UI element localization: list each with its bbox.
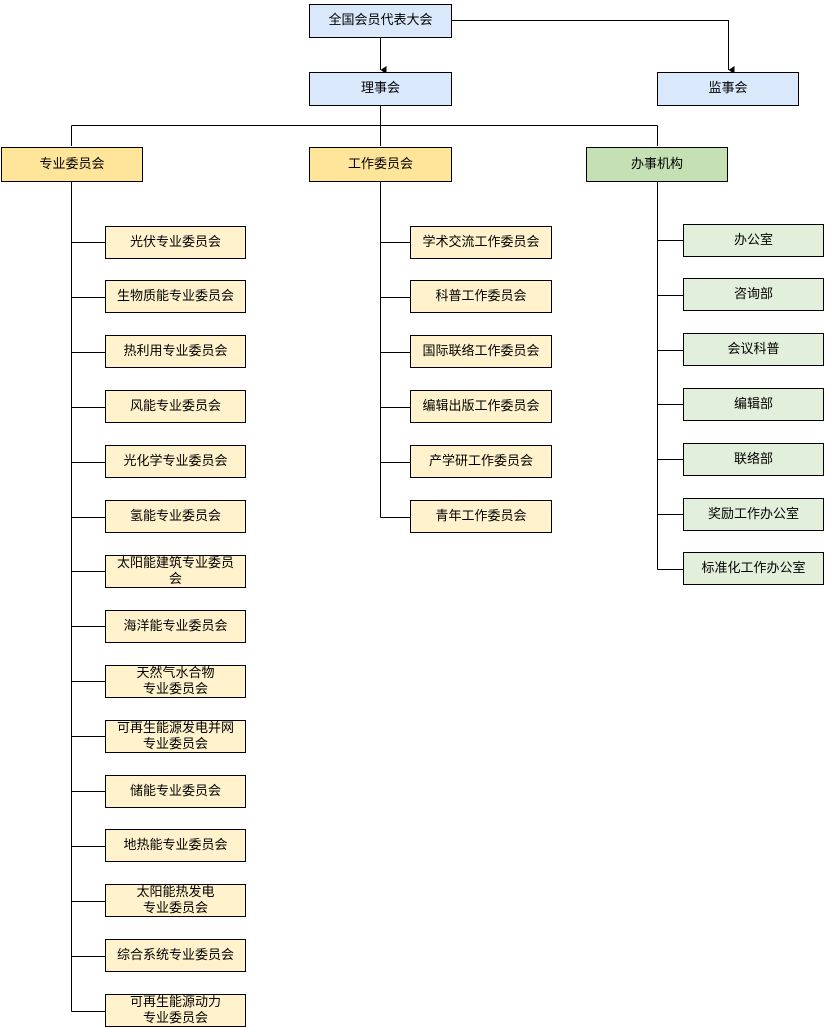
supervisory-board-label: 监事会 bbox=[708, 81, 748, 96]
professional-committee-item-label: 氢能专业委员会 bbox=[129, 508, 221, 524]
professional-committee-item-label: 综合系统专业委员会 bbox=[116, 947, 234, 963]
work-committee-header: 工作委员会 bbox=[309, 147, 452, 182]
professional-committee-item: 光伏专业委员会 bbox=[105, 226, 246, 259]
professional-committee-item-label: 太阳能热发电 专业委员会 bbox=[136, 884, 215, 916]
office-label: 办事机构 bbox=[630, 156, 683, 172]
office-item-label: 办公室 bbox=[733, 232, 773, 248]
work-committee-item: 编辑出版工作委员会 bbox=[410, 390, 552, 423]
general-assembly-box: 全国会员代表大会 bbox=[309, 4, 452, 38]
work-committee-label: 工作委员会 bbox=[347, 156, 413, 172]
professional-committee-item: 海洋能专业委员会 bbox=[105, 610, 246, 643]
office-item-label: 编辑部 bbox=[733, 396, 773, 412]
work-committee-item-label: 科普工作委员会 bbox=[435, 288, 527, 304]
professional-committee-item-label: 可再生能源动力 专业委员会 bbox=[129, 994, 221, 1026]
professional-committee-item: 储能专业委员会 bbox=[105, 775, 246, 808]
professional-committee-item: 光化学专业委员会 bbox=[105, 445, 246, 478]
professional-committee-item-label: 太阳能建筑专业委员 会 bbox=[116, 555, 234, 587]
office-item: 标准化工作办公室 bbox=[683, 552, 824, 585]
office-item-label: 联络部 bbox=[733, 451, 773, 467]
general-assembly-label: 全国会员代表大会 bbox=[328, 13, 433, 28]
professional-committee-item: 氢能专业委员会 bbox=[105, 500, 246, 533]
professional-committee-item-label: 光化学专业委员会 bbox=[123, 453, 228, 469]
professional-committee-item: 地热能专业委员会 bbox=[105, 829, 246, 862]
work-committee-item-label: 青年工作委员会 bbox=[435, 508, 527, 524]
work-committee-item-label: 学术交流工作委员会 bbox=[422, 234, 540, 250]
professional-committee-item: 可再生能源动力 专业委员会 bbox=[105, 994, 246, 1027]
office-item-label: 标准化工作办公室 bbox=[701, 560, 806, 576]
professional-committee-item-label: 光伏专业委员会 bbox=[129, 234, 221, 250]
office-item: 会议科普 bbox=[683, 333, 824, 366]
work-committee-item: 国际联络工作委员会 bbox=[410, 335, 552, 368]
office-item: 办公室 bbox=[683, 224, 824, 257]
professional-committee-item: 太阳能热发电 专业委员会 bbox=[105, 884, 246, 917]
professional-committee-item-label: 可再生能源发电并网 专业委员会 bbox=[116, 720, 234, 752]
office-header: 办事机构 bbox=[586, 147, 728, 182]
council-label: 理事会 bbox=[360, 81, 400, 96]
professional-committee-item: 可再生能源发电并网 专业委员会 bbox=[105, 720, 246, 753]
office-item-label: 奖励工作办公室 bbox=[707, 506, 799, 522]
office-item-label: 咨询部 bbox=[733, 286, 773, 302]
office-item: 编辑部 bbox=[683, 388, 824, 421]
professional-committee-item: 天然气水合物 专业委员会 bbox=[105, 665, 246, 698]
professional-committee-item: 太阳能建筑专业委员 会 bbox=[105, 555, 246, 588]
professional-committee-header: 专业委员会 bbox=[1, 147, 143, 182]
work-committee-item: 学术交流工作委员会 bbox=[410, 226, 552, 259]
office-item: 奖励工作办公室 bbox=[683, 498, 824, 531]
work-committee-item: 青年工作委员会 bbox=[410, 500, 552, 533]
work-committee-item: 科普工作委员会 bbox=[410, 280, 552, 313]
office-item: 咨询部 bbox=[683, 278, 824, 311]
professional-committee-item-label: 海洋能专业委员会 bbox=[123, 618, 228, 634]
professional-committee-item: 综合系统专业委员会 bbox=[105, 939, 246, 972]
professional-committee-item-label: 地热能专业委员会 bbox=[123, 837, 228, 853]
supervisory-board-box: 监事会 bbox=[657, 72, 799, 106]
professional-committee-label: 专业委员会 bbox=[39, 156, 105, 172]
professional-committee-item: 生物质能专业委员会 bbox=[105, 280, 246, 313]
professional-committee-item-label: 风能专业委员会 bbox=[129, 398, 221, 414]
work-committee-item-label: 编辑出版工作委员会 bbox=[422, 398, 540, 414]
professional-committee-item: 热利用专业委员会 bbox=[105, 335, 246, 368]
professional-committee-item-label: 热利用专业委员会 bbox=[123, 343, 228, 359]
work-committee-item-label: 国际联络工作委员会 bbox=[422, 343, 540, 359]
professional-committee-item-label: 天然气水合物 专业委员会 bbox=[136, 665, 215, 697]
professional-committee-item-label: 储能专业委员会 bbox=[129, 783, 221, 799]
council-box: 理事会 bbox=[309, 72, 452, 106]
professional-committee-item-label: 生物质能专业委员会 bbox=[116, 288, 234, 304]
office-item-label: 会议科普 bbox=[727, 341, 780, 357]
professional-committee-item: 风能专业委员会 bbox=[105, 390, 246, 423]
work-committee-item-label: 产学研工作委员会 bbox=[428, 453, 533, 469]
office-item: 联络部 bbox=[683, 443, 824, 476]
work-committee-item: 产学研工作委员会 bbox=[410, 445, 552, 478]
